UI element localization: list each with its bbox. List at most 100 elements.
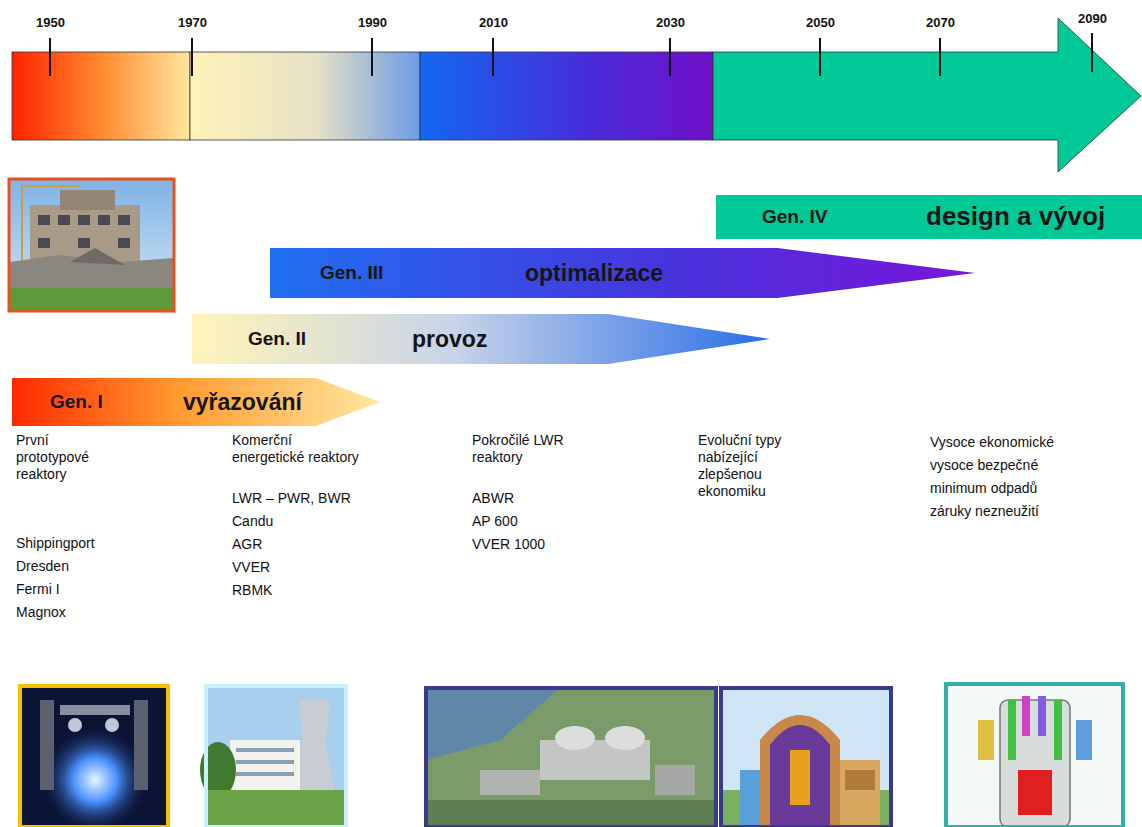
reactor-cutaway-part: [840, 760, 880, 827]
year-label: 2050: [806, 14, 835, 31]
power-plant-photo-part: [236, 772, 294, 776]
construction-photo-part: [9, 179, 174, 311]
phase-label: design a vývoj: [926, 202, 1105, 232]
column-text: Fermi I: [16, 581, 60, 598]
reactor-hall-photo-part: [40, 725, 150, 827]
column-text: záruky nezneužití: [930, 503, 1039, 520]
column-text: ABWR: [472, 490, 514, 507]
arrow-fill: [716, 195, 1142, 239]
timeline-ticks: [50, 33, 1092, 76]
column-text: AP 600: [472, 513, 518, 530]
aerial-plant-photo-part: [426, 800, 716, 827]
aerial-plant-photo-part: [605, 726, 645, 750]
construction-photo-part: [30, 205, 140, 265]
construction-photo-part: [58, 215, 70, 225]
generation-label: Gen. I: [50, 391, 103, 413]
reactor-cutaway-part: [740, 770, 760, 827]
timeline-bar-part: [190, 52, 420, 140]
gen-iv-reactor-drawing-part: [946, 684, 1123, 827]
column-text: minimum odpadů: [930, 480, 1037, 497]
reactor-hall-photo-part: [20, 686, 168, 827]
aerial-plant-photo-part: [480, 770, 540, 795]
generation-arrow: Gen. IVdesign a vývoj: [716, 195, 1142, 239]
construction-photo: [9, 179, 174, 311]
aerial-plant-photo-part: [426, 688, 716, 827]
timeline-bar-part: [713, 18, 1141, 172]
generation-arrow: Gen. Ivyřazování: [12, 378, 380, 426]
gen-iv-reactor-drawing-part: [1008, 700, 1016, 760]
gen-iv-reactor-drawing-part: [978, 720, 994, 760]
gen-iv-reactor-drawing-part: [1000, 700, 1070, 827]
generation-arrow: Gen. III optimalizace: [270, 248, 975, 298]
timeline-ticks-part: [939, 38, 941, 76]
reactor-hall-photo-part: [68, 718, 82, 732]
timeline-ticks-part: [819, 38, 821, 76]
construction-photo-part: [118, 215, 130, 225]
reactor-hall-photo-part: [134, 700, 148, 790]
generation-label: Gen. III: [320, 262, 383, 284]
timeline-ticks-part: [49, 38, 51, 76]
column-text: Dresden: [16, 558, 69, 575]
reactor-hall-photo-part: [60, 705, 130, 715]
timeline-ticks-part: [669, 38, 671, 76]
year-label: 1950: [36, 14, 65, 31]
generation-arrow: Gen. II provoz: [192, 314, 770, 364]
reactor-cutaway-part: [721, 688, 891, 827]
column-text: Candu: [232, 513, 273, 530]
reactor-cutaway-part: [845, 770, 875, 790]
column-text: Shippingport: [16, 535, 95, 552]
timeline-bar-part: [12, 52, 190, 140]
reactor-cutaway-part: [770, 725, 830, 827]
construction-photo-part: [70, 248, 125, 265]
construction-photo-part: [9, 288, 174, 311]
timeline-ticks-part: [492, 38, 494, 76]
arrow-fill: [270, 248, 975, 298]
reactor-cutaway: [721, 688, 891, 827]
column-text: RBMK: [232, 582, 272, 599]
column-text: Pokročilé LWR reaktory: [472, 432, 592, 466]
power-plant-photo-part: [206, 686, 346, 827]
column-text: Evoluční typy nabízející zlepšenou ekono…: [698, 432, 808, 500]
timeline-ticks-part: [1091, 33, 1093, 72]
gen-iv-reactor-drawing-part: [1038, 696, 1046, 736]
construction-photo-part: [78, 215, 90, 225]
timeline-ticks-part: [191, 38, 193, 76]
generation-label: Gen. II: [248, 328, 306, 350]
construction-photo-part: [9, 179, 174, 311]
timeline-bar: [12, 18, 1141, 172]
aerial-plant-photo-part: [426, 688, 716, 827]
power-plant-photo: [200, 686, 346, 827]
gen-iv-reactor-drawing-part: [946, 684, 1123, 827]
aerial-plant-photo-part: [426, 688, 560, 760]
phase-label: provoz: [412, 326, 487, 352]
year-label: 2010: [479, 14, 508, 31]
reactor-hall-photo: [20, 686, 168, 827]
aerial-plant-photo-part: [655, 765, 695, 795]
year-label: 1970: [178, 14, 207, 31]
construction-photo-part: [118, 238, 130, 248]
year-label: 2070: [926, 14, 955, 31]
reactor-hall-photo-part: [105, 718, 119, 732]
construction-photo-part: [98, 215, 110, 225]
construction-photo-part: [60, 190, 115, 210]
column-text: Vysoce ekonomické: [930, 434, 1054, 451]
reactor-cutaway-part: [790, 750, 810, 805]
timeline-ticks-part: [371, 38, 373, 76]
reactor-hall-photo-part: [40, 700, 54, 790]
gen-iv-reactor-drawing: [946, 684, 1123, 827]
construction-photo-part: [21, 185, 23, 265]
column-text: AGR: [232, 536, 262, 553]
year-label: 1990: [358, 14, 387, 31]
construction-photo-part: [78, 238, 90, 248]
gen-iv-reactor-drawing-part: [1054, 700, 1062, 760]
reactor-cutaway-part: [721, 688, 891, 827]
column-text: Komerční energetické reaktory: [232, 432, 364, 466]
gen-iv-reactor-drawing-part: [1076, 720, 1092, 760]
arrow-fill: [192, 314, 770, 364]
year-label: 2030: [656, 14, 685, 31]
arrow-fill: [12, 378, 380, 426]
construction-photo-part: [38, 215, 50, 225]
aerial-plant-photo-part: [555, 726, 595, 750]
aerial-plant-photo: [426, 688, 716, 827]
phase-label: optimalizace: [525, 260, 663, 286]
